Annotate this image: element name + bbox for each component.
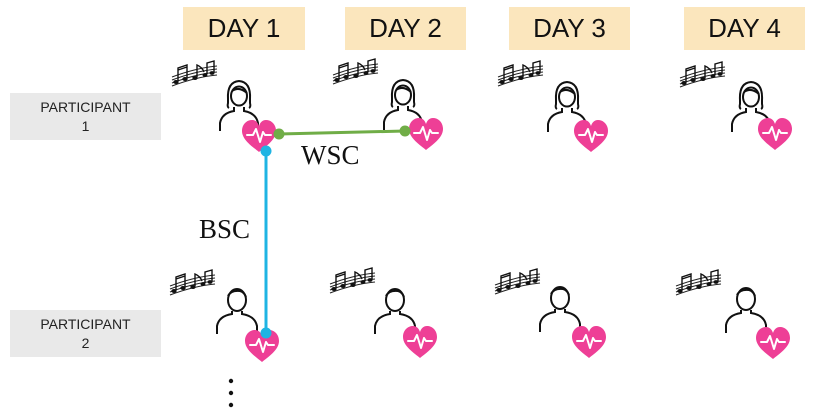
music-notes-icon — [494, 268, 541, 295]
day1-p2-cell — [169, 269, 280, 363]
music-notes-icon — [497, 60, 544, 87]
heart-icon — [408, 117, 444, 151]
heart-icon — [757, 117, 793, 151]
day2-p2-cell — [329, 267, 438, 359]
heart-icon — [402, 325, 438, 359]
heart-icon — [573, 119, 609, 153]
day4-p2-cell — [675, 269, 791, 360]
bsc-endpoint-dot — [260, 145, 272, 157]
heart-icon — [571, 325, 607, 359]
wsc-connector-line — [278, 129, 406, 136]
bsc-label: BSC — [199, 214, 251, 244]
music-notes-icon — [675, 269, 722, 296]
music-notes-icon — [679, 61, 726, 88]
day-label-1: DAY 1 — [183, 7, 305, 50]
music-notes-icon — [169, 269, 216, 296]
wsc-endpoint-dot — [399, 125, 411, 137]
day-label-4: DAY 4 — [684, 7, 805, 50]
day3-p2-cell — [494, 268, 607, 359]
music-notes-icon — [332, 58, 379, 85]
day2-p1-cell — [332, 58, 444, 151]
person-icon — [539, 286, 581, 333]
wsc-label: WSC — [301, 140, 360, 170]
day3-p1-cell — [497, 60, 609, 153]
day-label-2: DAY 2 — [345, 7, 466, 50]
music-notes-icon — [329, 267, 376, 294]
day1-p1-cell — [171, 60, 277, 153]
music-notes-icon — [171, 60, 218, 87]
day4-p1-cell — [679, 61, 793, 151]
bsc-endpoint-dot — [260, 327, 272, 339]
person-icon — [216, 288, 258, 335]
heart-icon — [755, 326, 791, 360]
person-icon — [725, 287, 767, 334]
day-label-3: DAY 3 — [509, 7, 630, 50]
ellipsis-indicator — [228, 378, 234, 408]
wsc-endpoint-dot — [273, 128, 285, 140]
